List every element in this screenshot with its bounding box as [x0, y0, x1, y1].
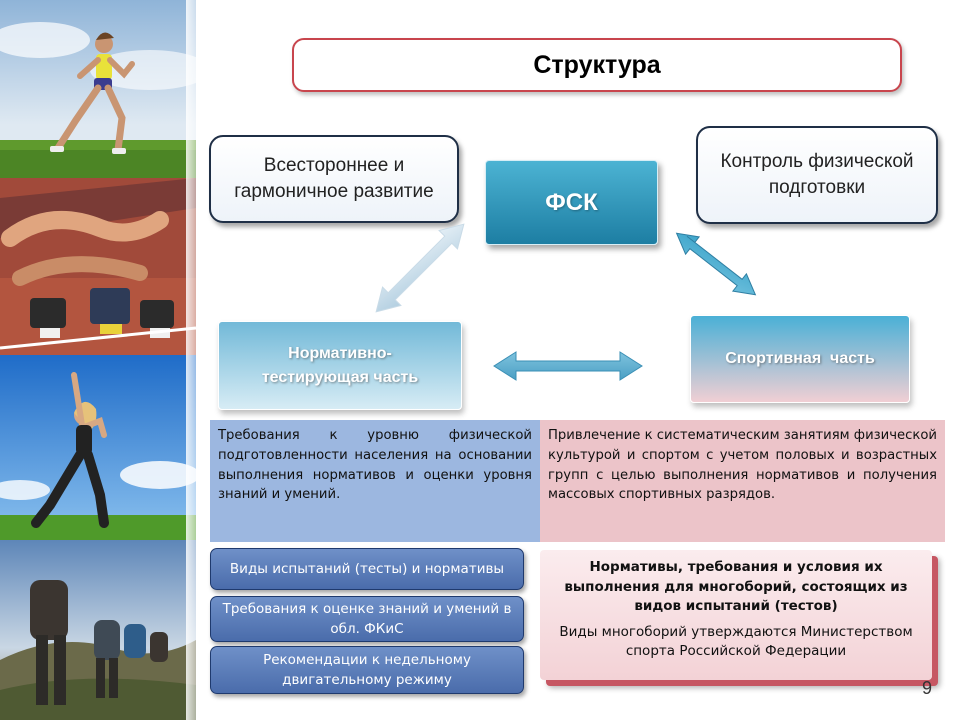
tests-norms-button[interactable]: Виды испытаний (тесты) и нормативы: [210, 548, 524, 590]
fsk-box: ФСК: [485, 160, 658, 245]
weekly-regime-button[interactable]: Рекомендации к недельному двигательному …: [210, 646, 524, 694]
arrow-horizontal: [493, 351, 643, 381]
photo-runner: [0, 0, 196, 178]
multi-event-info-panel: Нормативы, требования и условия их выпол…: [540, 550, 932, 680]
fsk-label: ФСК: [545, 188, 598, 216]
requirements-right: Привлечение к систематическим занятиям ф…: [540, 420, 945, 542]
multi-event-info-line1: Нормативы, требования и условия их выпол…: [564, 559, 908, 615]
strip-fade: [186, 0, 212, 720]
control-bubble: Контроль физической подготовки: [696, 126, 938, 224]
knowledge-assessment-label: Требования к оценке знаний и умений в об…: [222, 600, 512, 637]
requirements-left-text: Требования к уровню физической подготовл…: [218, 428, 532, 503]
sport-part-block: Спортивная часть: [690, 315, 910, 403]
tests-norms-label: Виды испытаний (тесты) и нормативы: [229, 560, 505, 577]
photo-hikers: [0, 540, 196, 720]
arrow-diagonal-right: [675, 232, 757, 296]
photo-strip: [0, 0, 212, 720]
arrow-diagonal-left: [375, 223, 465, 313]
requirements-left: Требования к уровню физической подготовл…: [210, 420, 540, 542]
normative-testing-block: Нормативно-тестирующая часть: [218, 321, 462, 410]
photo-stretching-woman: [0, 355, 196, 540]
weekly-regime-label: Рекомендации к недельному двигательному …: [263, 651, 471, 688]
goal-bubble-text: Всестороннее и гармоничное развитие: [234, 155, 434, 202]
normative-testing-label: Нормативно-тестирующая часть: [261, 344, 419, 386]
page-number: 9: [922, 678, 933, 698]
goal-bubble: Всестороннее и гармоничное развитие: [209, 135, 459, 223]
slide-title-box: Структура: [292, 38, 902, 92]
knowledge-assessment-button[interactable]: Требования к оценке знаний и умений в об…: [210, 596, 524, 642]
multi-event-info-line2: Виды многоборий утверждаются Министерств…: [559, 623, 913, 660]
requirements-right-text: Привлечение к систематическим занятиям ф…: [548, 428, 937, 503]
photo-sprint-start: [0, 178, 196, 355]
sport-part-label: Спортивная часть: [725, 350, 875, 367]
control-bubble-text: Контроль физической подготовки: [720, 151, 914, 198]
slide-title: Структура: [533, 50, 661, 79]
